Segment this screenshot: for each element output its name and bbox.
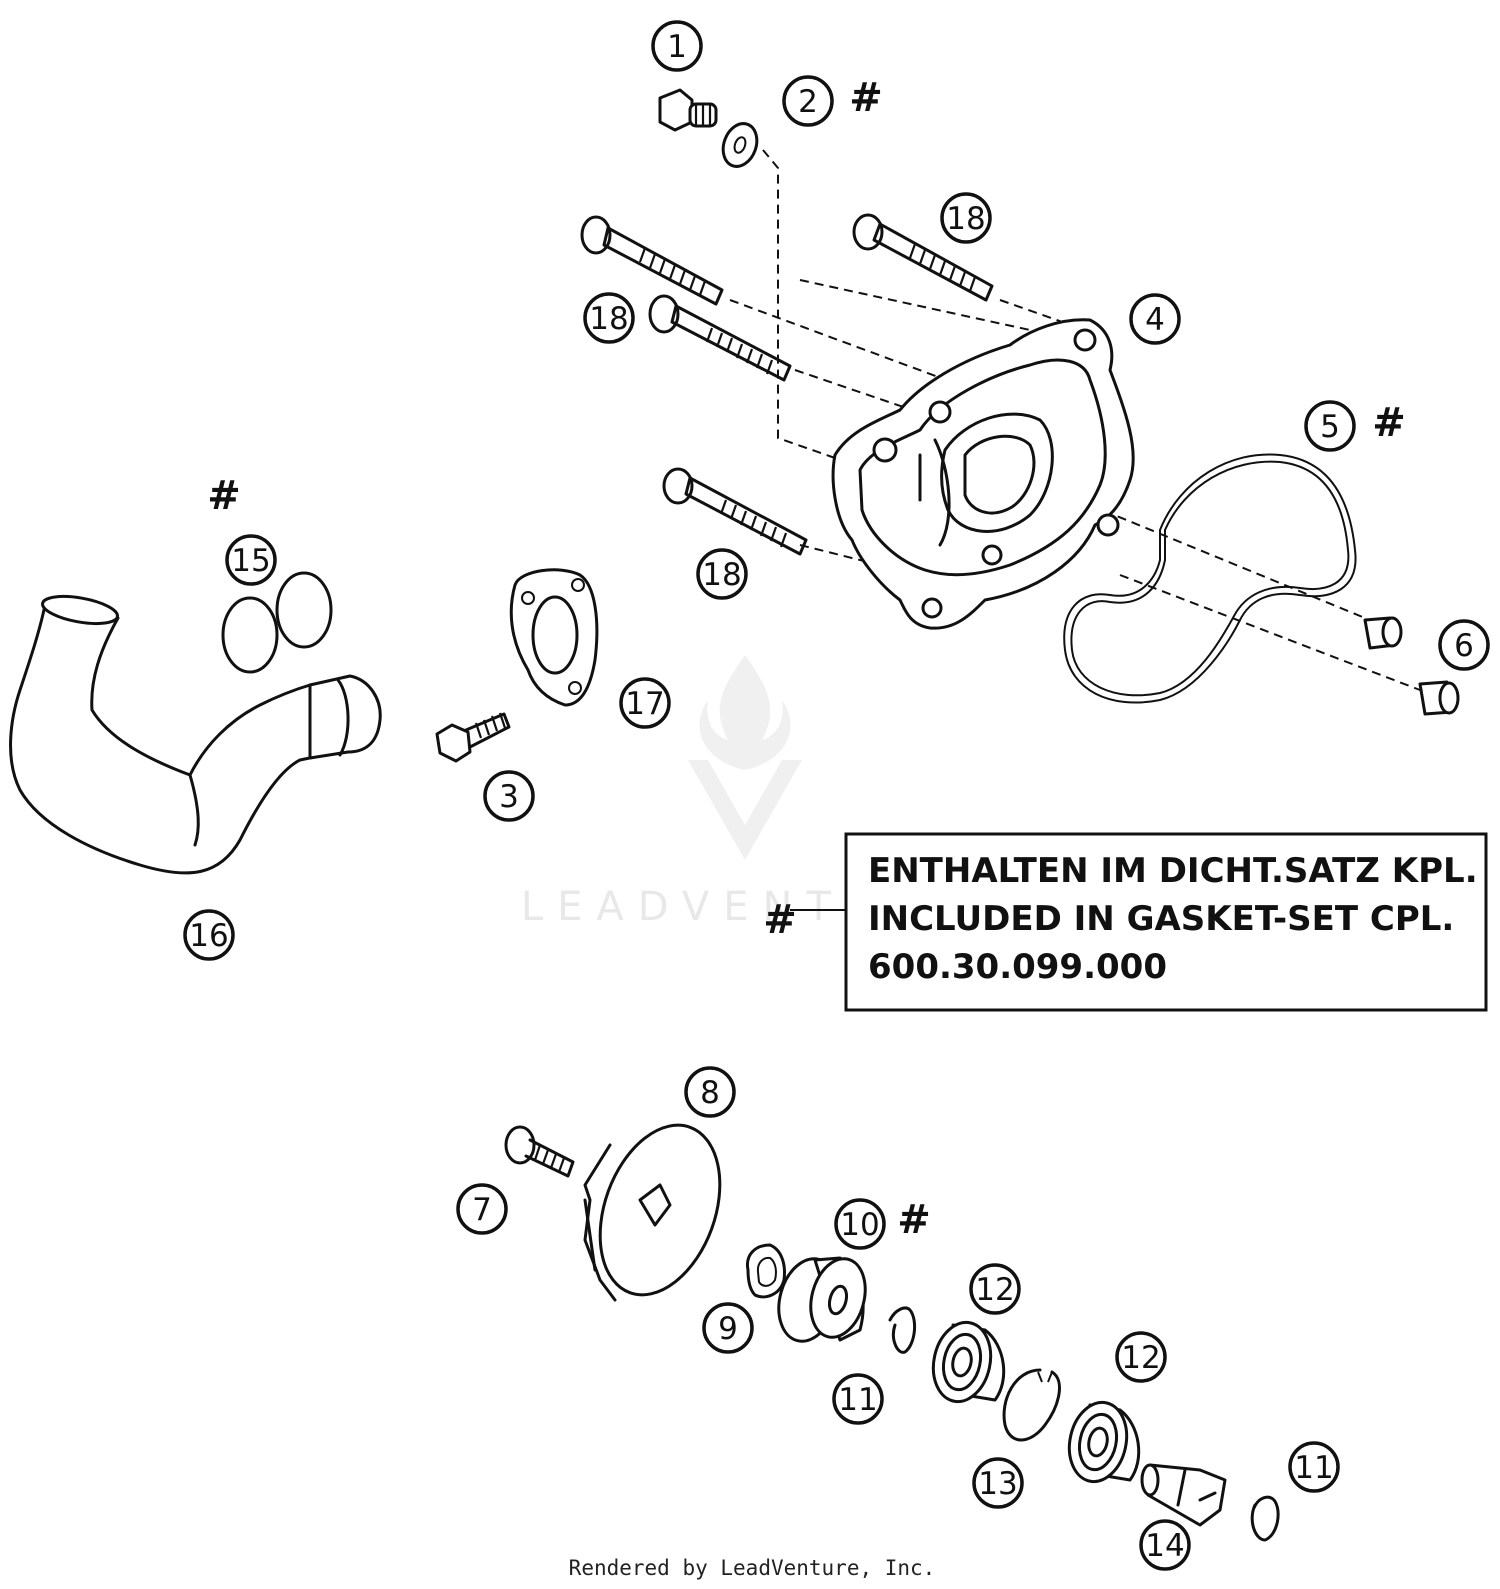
callout-10: 10 # [834, 1197, 931, 1250]
part-3-bolt [435, 712, 511, 763]
callout-16: 16 [183, 909, 235, 961]
svg-text:11: 11 [1294, 1450, 1333, 1486]
part-9-seal-washer [745, 1243, 786, 1299]
svg-text:18: 18 [702, 557, 741, 593]
gasket-set-note: ENTHALTEN IM DICHT.SATZ KPL. INCLUDED IN… [790, 832, 1488, 1012]
svg-text:11: 11 [838, 1382, 877, 1418]
part-6-dowel-upper [1363, 616, 1403, 650]
gasket-set-marker: # [207, 473, 241, 519]
callout-3: 3 [483, 770, 535, 822]
callout-5: 5 # [1304, 400, 1406, 452]
callout-8: 8 [684, 1066, 736, 1118]
svg-text:8: 8 [700, 1075, 720, 1111]
part-10-shaft-seal [777, 1256, 867, 1343]
callout-1: 1 [651, 20, 703, 72]
callout-15: # 15 [207, 473, 277, 586]
part-5-o-ring [1063, 453, 1357, 704]
gasket-set-marker: # [763, 897, 797, 943]
callout-9: 9 [702, 1302, 754, 1354]
gasket-set-marker: # [1372, 400, 1406, 446]
part-2-washer [721, 122, 759, 168]
callout-17: 17 [619, 677, 671, 729]
part-6-dowel-lower [1418, 680, 1460, 716]
part-18-bolt-upper-right [852, 213, 994, 302]
callout-6: 6 [1438, 619, 1490, 671]
svg-text:10: 10 [840, 1207, 879, 1243]
svg-text:13: 13 [978, 1466, 1017, 1502]
svg-text:3: 3 [499, 779, 519, 815]
part-8-impeller [583, 1123, 722, 1302]
part-11-circlip-upper [888, 1306, 917, 1354]
part-1-bolt [658, 88, 718, 132]
svg-text:6: 6 [1454, 628, 1474, 664]
callout-18-bottom: 18 [696, 548, 748, 600]
svg-text:14: 14 [1145, 1528, 1184, 1564]
svg-text:7: 7 [472, 1192, 492, 1228]
callout-11-right: 11 [1288, 1441, 1340, 1493]
part-12-bearing-upper [931, 1320, 1006, 1404]
callout-11-middle: 11 [832, 1373, 884, 1425]
note-box [844, 832, 1488, 1012]
callout-2: 2 # [782, 75, 883, 127]
part-17-gasket [509, 568, 599, 707]
callout-12-lower: 12 [1115, 1331, 1167, 1383]
gasket-set-marker: # [897, 1197, 931, 1243]
svg-text:18: 18 [589, 301, 628, 337]
callout-12-upper: 12 [969, 1263, 1021, 1315]
svg-text:16: 16 [189, 918, 228, 954]
part-18-bolt-lower [662, 467, 808, 556]
part-13-snap-ring [1002, 1368, 1061, 1442]
svg-text:17: 17 [625, 686, 664, 722]
part-16-coolant-pipe [9, 594, 382, 875]
part-7-bolt [504, 1125, 575, 1178]
part-18-bolt-upper-left [580, 215, 724, 306]
part-11-circlip-lower [1250, 1495, 1280, 1542]
note-hash: # [763, 897, 797, 943]
part-4-pump-cover [831, 318, 1135, 630]
note-line-english: INCLUDED IN GASKET-SET CPL. [868, 899, 1454, 939]
part-14-pump-shaft [1140, 1463, 1227, 1527]
svg-text:12: 12 [1121, 1340, 1160, 1376]
svg-text:15: 15 [231, 543, 270, 579]
svg-text:5: 5 [1320, 409, 1340, 445]
part-12-bearing-lower [1067, 1400, 1141, 1484]
note-line-german: ENTHALTEN IM DICHT.SATZ KPL. [868, 851, 1478, 891]
callout-18-left: 18 [583, 292, 635, 344]
svg-text:4: 4 [1145, 302, 1165, 338]
part-15-o-rings [221, 571, 333, 674]
gasket-set-marker: # [849, 75, 883, 121]
svg-text:12: 12 [975, 1272, 1014, 1308]
callout-7: 7 [456, 1183, 508, 1235]
svg-text:1: 1 [667, 29, 687, 65]
callout-14: 14 [1139, 1519, 1191, 1571]
callout-18-top: 18 [940, 192, 992, 244]
footer-credit: Rendered by LeadVenture, Inc. [569, 1556, 936, 1580]
callout-13: 13 [972, 1457, 1024, 1509]
part-18-bolt-middle [648, 294, 792, 382]
svg-text:18: 18 [946, 201, 985, 237]
svg-text:2: 2 [798, 84, 818, 120]
note-line-part-number: 600.30.099.000 [868, 947, 1167, 987]
svg-text:9: 9 [718, 1311, 738, 1347]
callout-4: 4 [1129, 293, 1181, 345]
